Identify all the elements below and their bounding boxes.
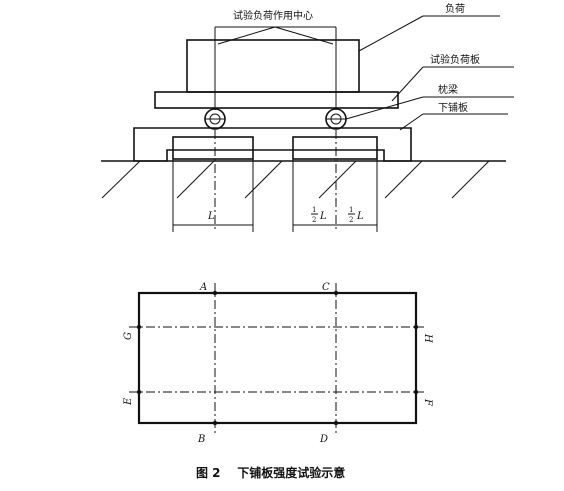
ground-hatching (101, 160, 490, 199)
point-H: H (422, 333, 433, 343)
point-B: B (197, 434, 205, 445)
label-sleeper: 枕梁 (438, 83, 458, 96)
point-G: G (123, 332, 134, 340)
dim-half-L-right: 1 2 L (348, 206, 364, 224)
leader-load-plate (391, 66, 424, 102)
load-block (186, 39, 360, 93)
lower-plate (133, 127, 412, 162)
point-C: C (322, 282, 330, 293)
svg-text:L: L (319, 211, 327, 222)
point-F: F (422, 398, 433, 407)
extension-lines (172, 130, 378, 232)
test-load-plate (154, 91, 399, 109)
roller-left (204, 108, 226, 130)
svg-text:1: 1 (349, 206, 353, 214)
lower-plate-slot-right (292, 136, 378, 160)
svg-text:1: 1 (312, 206, 316, 214)
svg-text:2: 2 (312, 216, 316, 224)
leader-lower-plate (399, 113, 424, 131)
load-center-leader-right (274, 26, 334, 45)
figure-caption: 图 2 下铺板强度试验示意 (196, 465, 345, 480)
dim-L-left: L (207, 211, 215, 222)
lower-plate-slot-left (172, 136, 254, 160)
leader-sleeper (345, 96, 424, 120)
plan-view-plate (137, 291, 418, 425)
label-load: 负荷 (445, 2, 465, 15)
plan-measurement-lines (129, 283, 424, 433)
point-E: E (123, 397, 134, 406)
label-load-center: 试验负荷作用中心 (233, 9, 313, 22)
load-center-leader-left (217, 26, 276, 45)
leader-load (358, 15, 424, 52)
svg-text:L: L (356, 211, 364, 222)
point-D: D (319, 434, 328, 445)
point-A: A (199, 282, 207, 293)
roller-right (325, 108, 347, 130)
svg-text:2: 2 (349, 216, 353, 224)
dim-half-L-left: 1 2 L (311, 206, 327, 224)
measurement-points (136, 290, 419, 426)
label-lower-plate: 下铺板 (438, 101, 468, 114)
label-load-plate: 试验负荷板 (430, 53, 480, 66)
